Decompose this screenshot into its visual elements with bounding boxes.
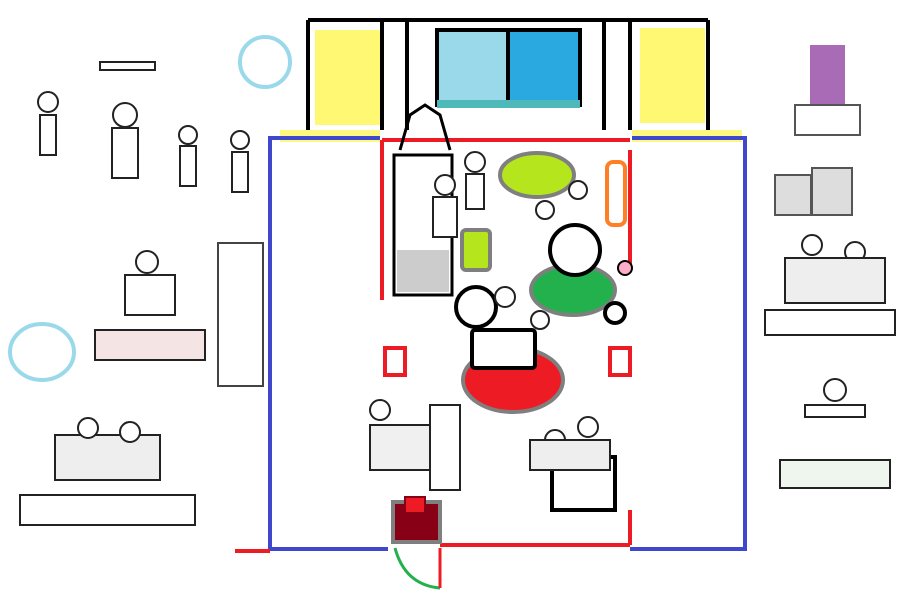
lime-rug bbox=[498, 151, 576, 199]
door bbox=[391, 496, 442, 590]
inner-wall bbox=[235, 138, 632, 553]
purple-chair bbox=[794, 45, 861, 136]
round-mirror-left bbox=[8, 322, 76, 382]
orange-mirror bbox=[605, 160, 627, 227]
lime-cushion bbox=[460, 228, 492, 272]
round-mirror-top bbox=[238, 35, 292, 89]
tiny-stool bbox=[603, 301, 627, 325]
sketch-figures bbox=[19, 61, 896, 526]
curtain-left bbox=[280, 30, 380, 142]
outer-wall bbox=[268, 136, 747, 551]
structure-lines bbox=[306, 18, 710, 130]
white-stool-small bbox=[454, 285, 498, 329]
gray-cubes bbox=[774, 167, 853, 216]
window bbox=[435, 28, 582, 108]
pink-dot bbox=[617, 260, 633, 276]
white-stool bbox=[548, 223, 602, 277]
curtain-right bbox=[632, 28, 742, 142]
white-table bbox=[470, 328, 537, 370]
bookshelf bbox=[217, 242, 264, 387]
